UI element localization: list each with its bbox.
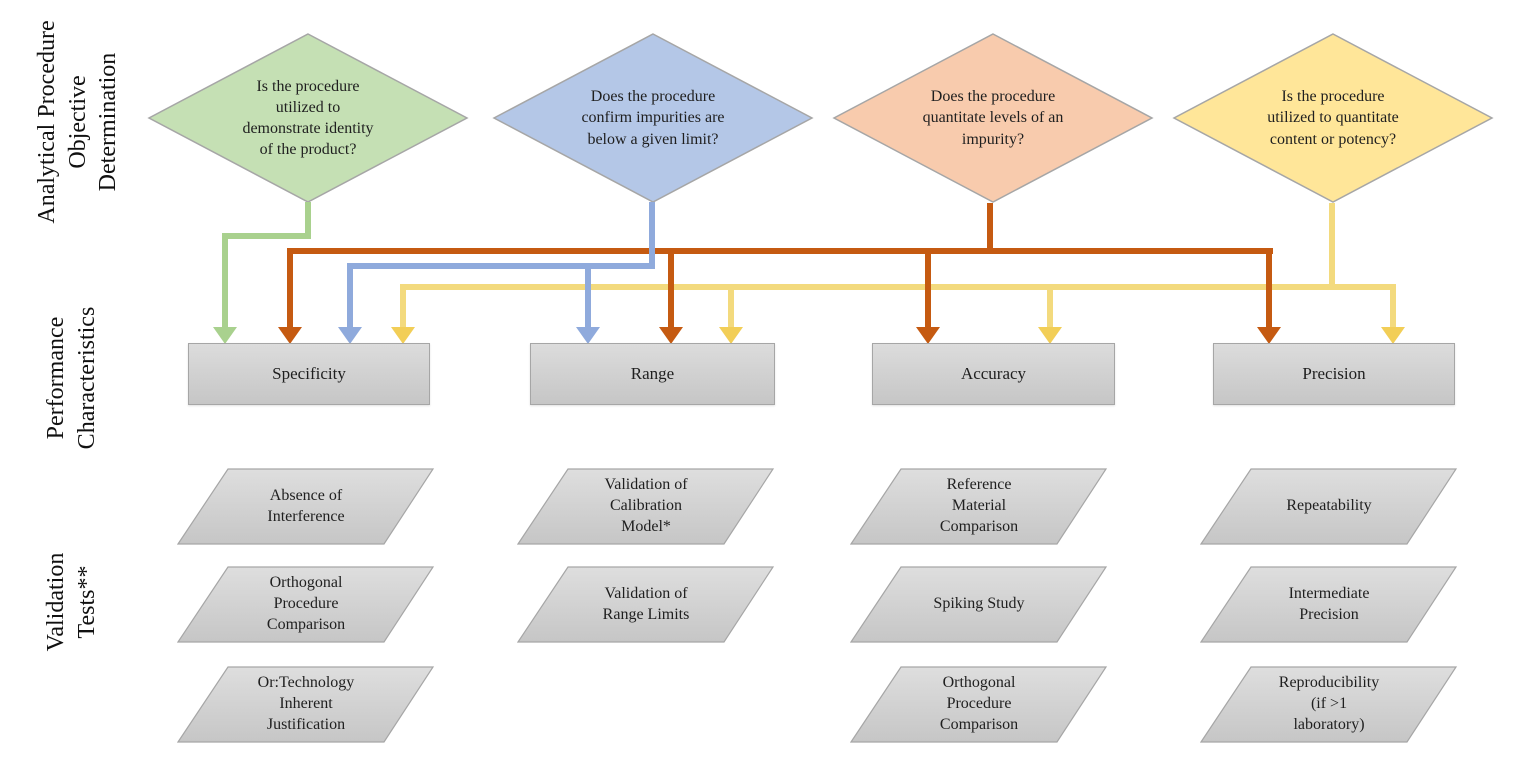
test-parallelogram-technology-inherent-justification: Or:Technology Inherent Justification xyxy=(177,666,435,743)
parallelogram-shape xyxy=(177,566,435,643)
connector-orange-horizontal xyxy=(287,248,1273,254)
connector-green-stub xyxy=(305,202,311,239)
connector-orange-drop-precision xyxy=(1266,248,1272,329)
performance-box-specificity: Specificity xyxy=(188,343,430,405)
connector-blue-drop-specificity xyxy=(347,263,353,329)
connector-orange-drop-accuracy xyxy=(925,248,931,329)
side-label-objective-determination: Analytical Procedure Objective Determina… xyxy=(33,20,122,224)
connector-orange-drop-range xyxy=(668,248,674,329)
test-label: Or:Technology Inherent Justification xyxy=(257,674,355,733)
parallelogram-shape xyxy=(1200,666,1458,743)
test-label: Reproducibility (if >1 laboratory) xyxy=(1278,674,1380,733)
test-label: Spiking Study xyxy=(933,595,1025,613)
arrowhead-blue-range xyxy=(576,327,600,344)
test-parallelogram-orthogonal-procedure-comparison-1: Orthogonal Procedure Comparison xyxy=(177,566,435,643)
connector-yellow-stub xyxy=(1329,203,1335,290)
parallelogram-shape xyxy=(517,566,775,643)
test-parallelogram-absence-of-interference: Absence of Interference xyxy=(177,468,435,545)
decision-diamond-identity: Is the procedure utilized to demonstrate… xyxy=(146,32,470,204)
arrowhead-orange-precision xyxy=(1257,327,1281,344)
arrowhead-yellow-accuracy xyxy=(1038,327,1062,344)
decision-question: Is the procedure utilized to quantitate … xyxy=(1267,88,1399,148)
side-label-validation-tests: Validation Tests** xyxy=(43,552,100,652)
test-parallelogram-reproducibility: Reproducibility (if >1 laboratory) xyxy=(1200,666,1458,743)
side-label-performance-characteristics: Performance Characteristics xyxy=(43,306,100,450)
parallelogram-shape xyxy=(177,666,435,743)
test-parallelogram-spiking-study: Spiking Study xyxy=(850,566,1108,643)
connector-green-horizontal xyxy=(222,233,311,239)
connector-blue-horizontal xyxy=(347,263,652,269)
test-label: Orthogonal Procedure Comparison xyxy=(266,574,346,633)
decision-diamond-impurity-limit: Does the procedure confirm impurities ar… xyxy=(491,32,815,204)
test-parallelogram-reference-material-comparison: Reference Material Comparison xyxy=(850,468,1108,545)
connector-blue-drop-range xyxy=(585,263,591,329)
parallelogram-shape xyxy=(850,666,1108,743)
diamond-shape xyxy=(832,33,1154,203)
connector-blue-stub xyxy=(649,202,655,269)
parallelogram-shape xyxy=(517,468,775,545)
test-parallelogram-orthogonal-procedure-comparison-2: Orthogonal Procedure Comparison xyxy=(850,666,1108,743)
decision-diamond-content-potency: Is the procedure utilized to quantitate … xyxy=(1171,32,1495,204)
performance-box-range: Range xyxy=(530,343,775,405)
connector-green-drop xyxy=(222,233,228,329)
test-label: Intermediate Precision xyxy=(1288,584,1370,623)
arrowhead-green-specificity xyxy=(213,327,237,344)
connector-orange-stub xyxy=(987,203,993,254)
decision-question: Does the procedure confirm impurities ar… xyxy=(581,88,725,148)
performance-box-precision: Precision xyxy=(1213,343,1455,405)
test-parallelogram-validation-of-range-limits: Validation of Range Limits xyxy=(517,566,775,643)
connector-yellow-horizontal xyxy=(400,284,1396,290)
parallelogram-shape xyxy=(177,468,435,545)
performance-box-accuracy: Accuracy xyxy=(872,343,1115,405)
arrowhead-blue-specificity xyxy=(338,327,362,344)
connector-yellow-drop-specificity xyxy=(400,284,406,329)
test-label: Validation of Range Limits xyxy=(602,584,690,623)
connector-yellow-drop-accuracy xyxy=(1047,284,1053,329)
decision-diamond-impurity-quantitation: Does the procedure quantitate levels of … xyxy=(831,32,1155,204)
test-label: Repeatability xyxy=(1286,497,1372,515)
parallelogram-shape xyxy=(850,566,1108,643)
test-parallelogram-intermediate-precision: Intermediate Precision xyxy=(1200,566,1458,643)
parallelogram-shape xyxy=(850,468,1108,545)
parallelogram-shape xyxy=(1200,566,1458,643)
test-parallelogram-repeatability: Repeatability xyxy=(1200,468,1458,545)
arrowhead-yellow-precision xyxy=(1381,327,1405,344)
decision-question: Is the procedure utilized to demonstrate… xyxy=(242,77,374,159)
decision-question: Does the procedure quantitate levels of … xyxy=(922,88,1064,148)
arrowhead-yellow-specificity xyxy=(391,327,415,344)
test-label: Reference Material Comparison xyxy=(939,476,1019,535)
connector-orange-drop-specificity xyxy=(287,248,293,329)
connector-yellow-drop-precision xyxy=(1390,284,1396,329)
arrowhead-orange-accuracy xyxy=(916,327,940,344)
arrowhead-yellow-range xyxy=(719,327,743,344)
test-label: Validation of Calibration Model* xyxy=(604,476,688,535)
connector-yellow-drop-range xyxy=(728,284,734,329)
test-label: Absence of Interference xyxy=(267,486,345,525)
parallelogram-shape xyxy=(1200,468,1458,545)
test-label: Orthogonal Procedure Comparison xyxy=(939,674,1019,733)
diamond-shape xyxy=(1172,33,1494,203)
test-parallelogram-validation-of-calibration-model: Validation of Calibration Model* xyxy=(517,468,775,545)
arrowhead-orange-range xyxy=(659,327,683,344)
arrowhead-orange-specificity xyxy=(278,327,302,344)
